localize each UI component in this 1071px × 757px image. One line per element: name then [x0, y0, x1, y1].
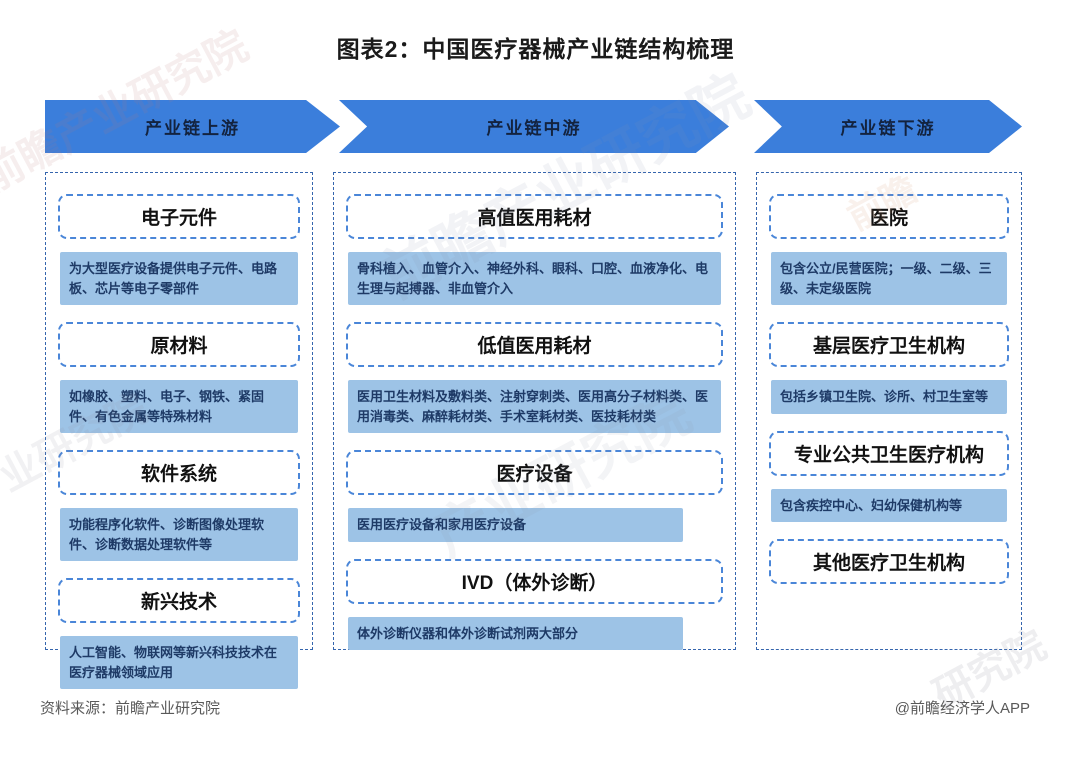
category-desc-box: 包括乡镇卫生院、诊所、村卫生室等 [771, 380, 1007, 414]
category-desc-box: 为大型医疗设备提供电子元件、电路板、芯片等电子零部件 [60, 252, 298, 305]
category-title-box: 电子元件 [58, 194, 300, 239]
category-title-box: 医院 [769, 194, 1009, 239]
source-note: 资料来源：前瞻产业研究院 [40, 700, 221, 717]
category-title-box: 专业公共卫生医疗机构 [769, 430, 1009, 476]
category-desc-box: 功能程序化软件、诊断图像处理软件、诊断数据处理软件等 [60, 508, 298, 561]
category-title-box: 新兴技术 [58, 578, 300, 623]
column-upstream: 电子元件 为大型医疗设备提供电子元件、电路板、芯片等电子零部件 原材料 如橡胶、… [45, 172, 313, 689]
column-downstream: 医院 包含公立/民营医院；一级、二级、三级、未定级医院 基层医疗卫生机构 包括乡… [756, 172, 1022, 650]
category-desc-box: 包含疾控中心、妇幼保健机构等 [771, 488, 1007, 522]
category-title-box: 高值医用耗材 [346, 194, 723, 239]
stage-arrow-midstream-label: 产业链中游 [486, 119, 582, 138]
category-title-box: 低值医用耗材 [346, 322, 723, 367]
figure-title: 图表2：中国医疗器械产业链结构梳理 [336, 36, 735, 62]
category-desc-box: 医用医疗设备和家用医疗设备 [348, 508, 683, 542]
category-desc-box: 骨科植入、血管介入、神经外科、眼科、口腔、血液净化、电生理与起搏器、非血管介入 [348, 252, 721, 305]
stage-arrow-downstream-label: 产业链下游 [840, 119, 936, 138]
category-desc-box: 如橡胶、塑料、电子、钢铁、紧固件、有色金属等特殊材料 [60, 380, 298, 433]
category-title-box: 基层医疗卫生机构 [769, 322, 1009, 367]
stage-arrow-upstream-label: 产业链上游 [145, 119, 240, 138]
category-desc-box: 体外诊断仪器和体外诊断试剂两大部分 [348, 616, 683, 650]
category-title-box: 医疗设备 [346, 450, 723, 495]
category-title-box: 原材料 [58, 322, 300, 367]
stage-arrow-downstream: 产业链下游 [754, 100, 1022, 153]
category-title-box: 软件系统 [58, 450, 300, 495]
category-desc-box: 人工智能、物联网等新兴科技技术在医疗器械领域应用 [60, 636, 298, 689]
category-desc-box: 包含公立/民营医院；一级、二级、三级、未定级医院 [771, 252, 1007, 305]
stage-arrow-upstream: 产业链上游 [45, 100, 340, 153]
category-title-box: IVD（体外诊断） [346, 558, 723, 604]
category-desc-box: 医用卫生材料及敷料类、注射穿刺类、医用高分子材料类、医用消毒类、麻醉耗材类、手术… [348, 380, 721, 433]
category-title-box: 其他医疗卫生机构 [769, 539, 1009, 584]
credit-note: @前瞻经济学人APP [894, 700, 1030, 717]
stage-arrow-midstream: 产业链中游 [339, 100, 729, 153]
column-midstream: 高值医用耗材 骨科植入、血管介入、神经外科、眼科、口腔、血液净化、电生理与起搏器… [333, 172, 736, 650]
